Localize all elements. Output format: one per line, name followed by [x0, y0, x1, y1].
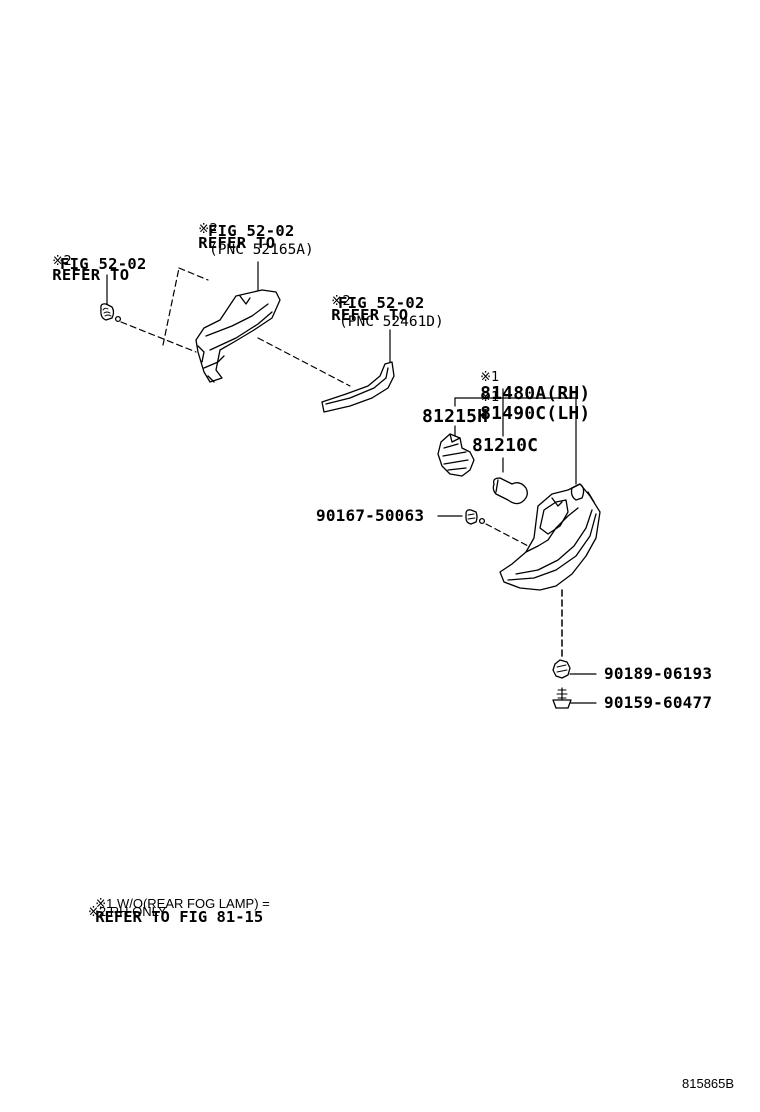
screw-bottom-part-number: 90159-60477 [604, 693, 713, 712]
screw-bottom-icon [552, 687, 597, 709]
lamp-rh-number: 81480A(RH) [480, 383, 591, 404]
clip-left-icon [100, 274, 122, 323]
lamp-lh-mark: ※1 [480, 390, 500, 405]
lamp-rh-mark: ※1 [480, 370, 500, 385]
nut-part-number: 90189-06193 [604, 664, 713, 683]
top-refer-line1: REFER TO [198, 234, 276, 252]
footnote-2: ※2 RH ONLY [88, 904, 167, 919]
left-refer-mark: ※2 [52, 253, 73, 269]
bulb-icon [492, 477, 528, 505]
lamp-lh-number: 81490C(LH) [480, 403, 591, 424]
top-refer-line3: (PNC 52165A) [209, 242, 314, 258]
top-refer-line2: FIG 52-02 [208, 222, 295, 240]
footnote-1: ※1 W/O(REAR FOG LAMP) = REFER TO FIG 81-… [88, 884, 270, 926]
socket-part-number: 81215H [422, 406, 489, 427]
top-refer-callout: ※2 REFER TO [179, 205, 275, 252]
mid-refer-line2: FIG 52-02 [338, 294, 425, 312]
rear-lamp-assembly-icon [499, 483, 601, 591]
bulb-part-number: 81210C [472, 435, 539, 456]
mid-refer-line3: (PNC 52461D) [339, 314, 444, 330]
upper-bracket-icon [195, 261, 281, 383]
screw-left-part-number: 90167-50063 [316, 506, 425, 525]
dashed-guides-left [120, 267, 209, 353]
lamp-leader-lines [454, 388, 577, 485]
mid-refer-line1: REFER TO [331, 306, 409, 324]
socket-icon [437, 433, 475, 477]
left-refer-callout: ※2 REFER TO [33, 237, 129, 284]
lamp-lh-label: ※1 81490C(LH) [458, 369, 590, 423]
nut-icon [552, 659, 597, 679]
mid-refer-callout: ※2 REFER TO [312, 277, 408, 324]
lamp-rh-label: ※1 81480A(RH) [458, 349, 590, 403]
illustration-id: 815865B [682, 1076, 735, 1091]
left-refer-line2: FIG 52-02 [60, 255, 147, 273]
left-refer-line1: REFER TO [52, 266, 130, 284]
screw-left-icon [437, 509, 531, 548]
garnish-strip-icon [321, 329, 395, 413]
footnote-1-prefix: ※1 W/O(REAR FOG LAMP) = [95, 896, 270, 911]
footnote-1-ref: REFER TO FIG 81-15 [95, 908, 264, 926]
top-refer-mark: ※2 [198, 221, 219, 237]
mid-refer-mark: ※2 [331, 293, 352, 309]
